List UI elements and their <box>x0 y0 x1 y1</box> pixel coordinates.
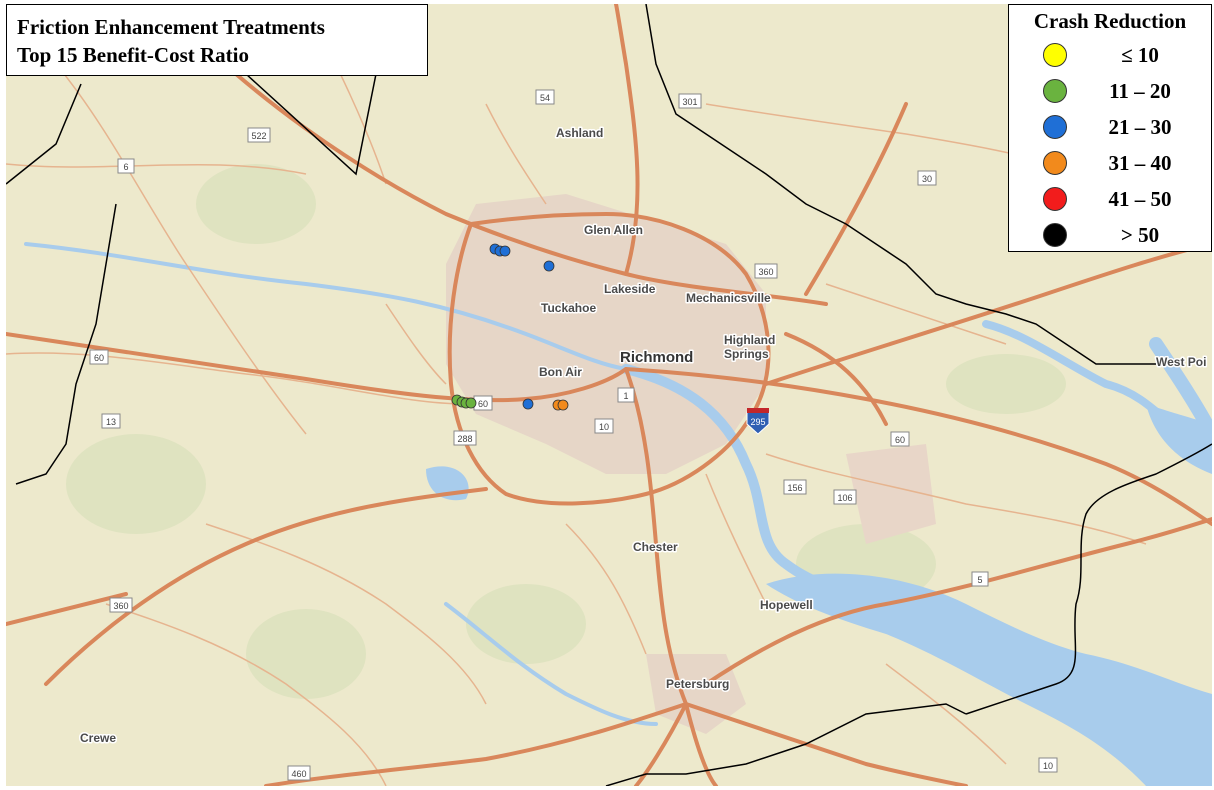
route-label: 60 <box>94 353 104 363</box>
route-shield-60: 60 <box>473 395 493 411</box>
route-label: 156 <box>787 483 802 493</box>
route-label: 54 <box>540 93 550 103</box>
place-west-point: West Poi <box>1156 355 1206 369</box>
route-shield-60: 60 <box>89 349 109 365</box>
place-crewe: Crewe <box>80 731 116 745</box>
route-shield-360: 360 <box>754 263 778 279</box>
legend-swatch-circle <box>1043 43 1067 67</box>
route-label: 10 <box>1043 761 1053 771</box>
place-petersburg: Petersburg <box>666 677 729 691</box>
legend-swatch-circle <box>1043 187 1067 211</box>
legend-label: 31 – 40 <box>1108 150 1172 175</box>
route-shield-13: 13 <box>101 413 121 429</box>
vegetation-areas <box>66 164 1066 699</box>
route-label: 10 <box>599 422 609 432</box>
route-shield-60: 60 <box>890 431 910 447</box>
place-highland: Highland <box>724 333 775 347</box>
place-labels: Ashland Glen Allen Lakeside Mechanicsvil… <box>79 125 1208 747</box>
legend-swatch-circle <box>1043 151 1067 175</box>
route-shield-30: 30 <box>917 170 937 186</box>
route-shield-5: 5 <box>971 571 989 587</box>
route-label: 522 <box>251 131 266 141</box>
site-marker[interactable] <box>557 399 569 411</box>
county-boundaries <box>6 4 1212 786</box>
route-label: 106 <box>837 493 852 503</box>
route-shield-10: 10 <box>594 418 614 434</box>
route-shield-1: 1 <box>617 387 635 403</box>
route-shield-522: 522 <box>247 127 271 143</box>
route-label: 360 <box>113 601 128 611</box>
legend-item: ≤ 10 <box>1009 37 1211 73</box>
route-shield-156: 156 <box>783 479 807 495</box>
legend-item: 21 – 30 <box>1009 109 1211 145</box>
route-shield-460: 460 <box>287 765 311 781</box>
place-ashland: Ashland <box>556 126 603 140</box>
route-shield-54: 54 <box>535 89 555 105</box>
legend-item: 11 – 20 <box>1009 73 1211 109</box>
site-marker[interactable] <box>499 245 511 257</box>
route-label: 295 <box>750 417 765 427</box>
route-label: 460 <box>291 769 306 779</box>
route-label: 13 <box>106 417 116 427</box>
legend-item: 41 – 50 <box>1009 181 1211 217</box>
place-bon-air: Bon Air <box>539 365 582 379</box>
route-shield-301: 301 <box>678 93 702 109</box>
route-label: 1 <box>623 391 628 401</box>
route-label: 6 <box>123 162 128 172</box>
legend-label: ≤ 10 <box>1121 42 1159 67</box>
route-label: 60 <box>478 399 488 409</box>
route-label: 288 <box>457 434 472 444</box>
map-title-line1: Friction Enhancement Treatments <box>17 15 325 39</box>
place-tuckahoe: Tuckahoe <box>541 301 596 315</box>
legend-label: > 50 <box>1120 222 1160 247</box>
map-title-line2: Top 15 Benefit-Cost Ratio <box>17 43 249 67</box>
site-marker[interactable] <box>465 397 477 409</box>
place-richmond: Richmond <box>620 349 693 366</box>
route-label: 60 <box>895 435 905 445</box>
legend-swatch-circle <box>1043 79 1067 103</box>
place-glen-allen: Glen Allen <box>584 223 643 237</box>
legend-label: 41 – 50 <box>1108 186 1172 211</box>
route-shield-6: 6 <box>117 158 135 174</box>
route-label: 5 <box>977 575 982 585</box>
site-marker[interactable] <box>543 260 555 272</box>
legend-title: Crash Reduction <box>1033 9 1187 33</box>
major-roads <box>6 4 1212 786</box>
route-label: 301 <box>682 97 697 107</box>
legend-item: > 50 <box>1009 217 1211 253</box>
legend-label: 11 – 20 <box>1109 78 1171 103</box>
place-chester: Chester <box>633 540 678 554</box>
legend-box: Crash Reduction ≤ 10 11 – 20 21 – 30 31 … <box>1008 4 1212 252</box>
route-shield-106: 106 <box>833 489 857 505</box>
route-shield-10: 10 <box>1038 757 1058 773</box>
place-lakeside: Lakeside <box>604 282 656 296</box>
route-label: 360 <box>758 267 773 277</box>
route-shields: 54 301 522 6 30 360 60 13 60 288 1 10 29… <box>89 89 1058 781</box>
legend-swatch-circle <box>1043 223 1067 247</box>
place-hopewell: Hopewell <box>760 598 813 612</box>
route-label: 30 <box>922 174 932 184</box>
legend-swatch-circle <box>1043 115 1067 139</box>
legend-item: 31 – 40 <box>1009 145 1211 181</box>
place-springs: Springs <box>724 347 769 361</box>
site-marker[interactable] <box>522 398 534 410</box>
route-shield-288: 288 <box>453 430 477 446</box>
route-shield-360: 360 <box>109 597 133 613</box>
map-title-box: Friction Enhancement Treatments Top 15 B… <box>6 4 428 76</box>
legend-label: 21 – 30 <box>1108 114 1172 139</box>
place-mechanicsville: Mechanicsville <box>686 291 771 305</box>
treatment-sites <box>451 243 569 411</box>
route-shield-295: 295 <box>746 408 770 435</box>
military-area <box>846 444 936 544</box>
